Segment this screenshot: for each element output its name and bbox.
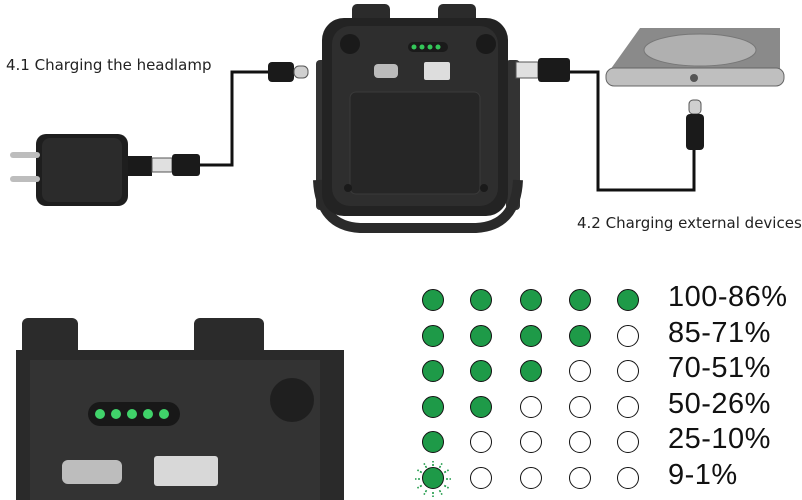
led-off-icon	[617, 360, 639, 382]
battery-level-row: 100-86%	[412, 281, 796, 318]
led-off-icon	[470, 431, 492, 453]
battery-level-row: 9-1%	[412, 458, 796, 497]
led-off-icon	[617, 324, 639, 347]
usb-c-plug-icon	[268, 62, 309, 82]
led-indicator-icon	[16, 318, 344, 500]
led-on-icon	[520, 360, 542, 382]
usb-c-plug-icon	[686, 99, 704, 150]
led-off-icon	[520, 395, 542, 418]
led-off-icon	[617, 431, 639, 453]
battery-level-row: 50-26%	[412, 387, 796, 425]
led-off-icon	[617, 466, 639, 489]
led-on-icon	[569, 289, 591, 311]
wall-charger-icon	[10, 134, 152, 206]
usb-a-plug-icon	[151, 154, 200, 176]
cable-headlamp	[200, 70, 268, 167]
led-off-icon	[569, 395, 591, 418]
led-on-icon	[422, 466, 444, 489]
led-on-icon	[422, 431, 444, 453]
battery-level-range: 100-86%	[668, 281, 788, 313]
battery-level-row: 25-10%	[412, 423, 796, 460]
led-off-icon	[569, 360, 591, 382]
led-off-icon	[470, 466, 492, 489]
smartphone-icon	[605, 28, 785, 87]
led-off-icon	[569, 466, 591, 489]
battery-level-table: 100-86%85-71%70-51%50-26%25-10%9-1%	[412, 281, 796, 500]
led-on-icon	[617, 289, 639, 311]
led-on-icon	[422, 360, 444, 382]
led-off-icon	[520, 466, 542, 489]
battery-level-range: 25-10%	[668, 423, 771, 455]
battery-level-row: 70-51%	[412, 352, 796, 389]
battery-level-range: 50-26%	[668, 387, 771, 420]
led-on-icon	[422, 324, 444, 347]
led-on-icon	[520, 289, 542, 311]
led-blinking-icon	[415, 460, 451, 497]
led-on-icon	[520, 324, 542, 347]
led-off-icon	[617, 395, 639, 418]
battery-level-range: 9-1%	[668, 458, 738, 491]
led-on-icon	[470, 289, 492, 311]
cable-phone	[570, 70, 696, 192]
led-on-icon	[470, 324, 492, 347]
headlamp-icon	[313, 4, 523, 233]
charging-external-devices-label: 4.2 Charging external devices	[577, 214, 802, 232]
usb-a-plug-icon	[515, 58, 570, 82]
led-on-icon	[422, 289, 444, 311]
charging-headlamp-label: 4.1 Charging the headlamp	[6, 56, 212, 74]
battery-level-range: 70-51%	[668, 352, 771, 384]
led-off-icon	[520, 431, 542, 453]
led-off-icon	[569, 431, 591, 453]
battery-level-row: 85-71%	[412, 316, 796, 354]
battery-level-range: 85-71%	[668, 316, 771, 349]
led-on-icon	[422, 395, 444, 418]
led-on-icon	[470, 360, 492, 382]
led-on-icon	[470, 395, 492, 418]
led-on-icon	[569, 324, 591, 347]
